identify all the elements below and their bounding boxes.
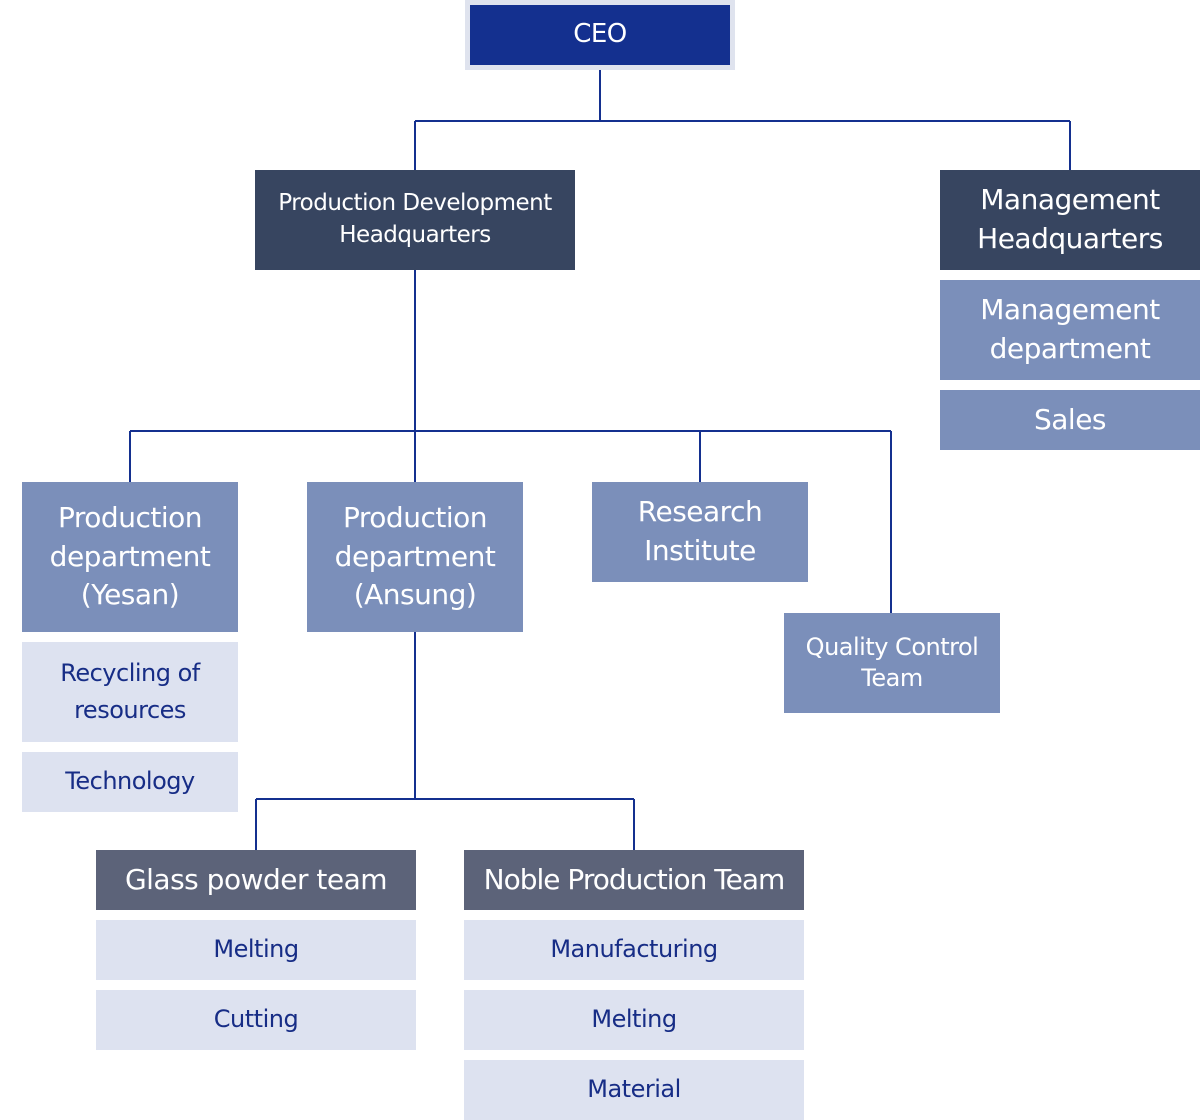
glass-powder-team-box: Glass powder team [96, 850, 416, 910]
management-department-box: Management department [940, 280, 1200, 380]
noble-production-team-box: Noble Production Team [464, 850, 804, 910]
connector-hq-to-departments [129, 270, 892, 613]
sales-box: Sales [940, 390, 1200, 450]
noble-manufacturing-box: Manufacturing [464, 920, 804, 980]
noble-material-box: Material [464, 1060, 804, 1120]
recycling-of-resources-box: Recycling of resources [22, 642, 238, 742]
connector-ceo-to-hq [414, 68, 1071, 170]
glass-melting-box: Melting [96, 920, 416, 980]
ceo-box: CEO [465, 0, 735, 70]
production-department-yesan-box: Production department (Yesan) [22, 482, 238, 632]
glass-cutting-box: Cutting [96, 990, 416, 1050]
technology-box: Technology [22, 752, 238, 812]
research-institute-box: Research Institute [592, 482, 808, 582]
production-development-hq-box: Production Development Headquarters [255, 170, 575, 270]
management-hq-box: Management Headquarters [940, 170, 1200, 270]
noble-melting-box: Melting [464, 990, 804, 1050]
quality-control-team-box: Quality Control Team [784, 613, 1000, 713]
connector-ansung-to-teams [255, 632, 635, 850]
production-department-ansung-box: Production department (Ansung) [307, 482, 523, 632]
